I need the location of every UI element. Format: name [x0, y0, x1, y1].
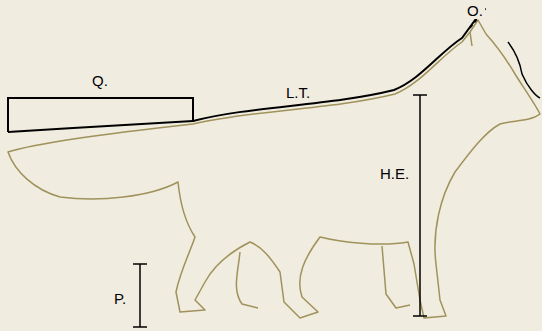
- measure-label: Q.: [90, 72, 110, 89]
- height-line: [413, 95, 427, 316]
- measure-label: P.: [112, 290, 128, 307]
- tail-line: [8, 121, 193, 132]
- back-line: [193, 16, 478, 121]
- fox-outline: [8, 20, 540, 318]
- measure-label: L.T.: [284, 84, 312, 101]
- snout-line: [508, 42, 540, 98]
- measure-lines: [8, 8, 540, 327]
- measure-label: O.: [465, 2, 485, 19]
- tail-bracket: [8, 98, 193, 132]
- foot-line: [133, 264, 147, 327]
- measure-label: H.E.: [378, 165, 411, 182]
